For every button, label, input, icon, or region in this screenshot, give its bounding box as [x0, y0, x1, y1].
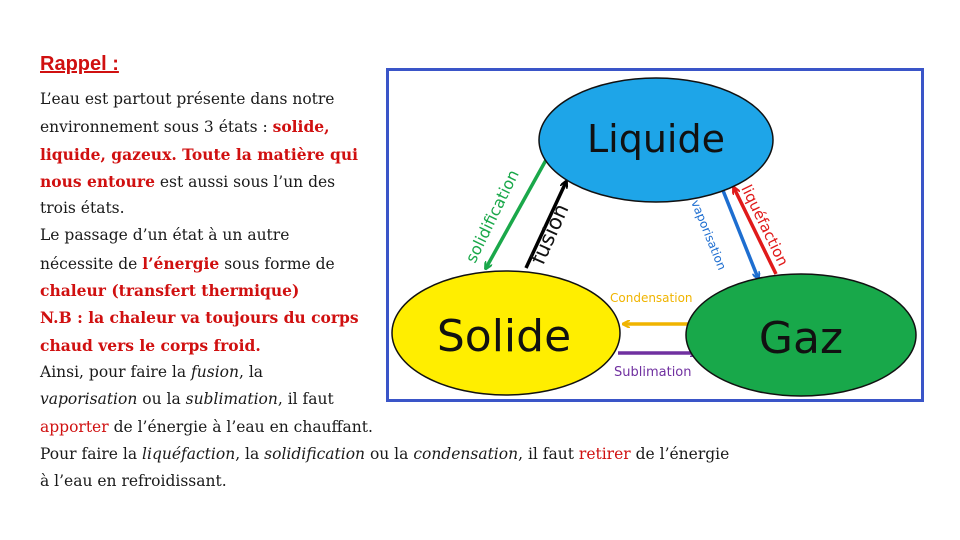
text-line: nous entoure est aussi sous l’un des	[40, 168, 760, 195]
text-segment: fusion	[191, 362, 239, 381]
liquid-label: Liquide	[587, 117, 725, 161]
text-segment: chaud vers le corps froid.	[40, 335, 261, 355]
text-segment: nécessite de	[40, 254, 143, 273]
solid-ellipse	[391, 270, 621, 396]
text-line: chaud vers le corps froid.	[40, 332, 760, 359]
text-segment: de l’énergie	[630, 444, 730, 463]
gas-label: Gaz	[759, 313, 843, 364]
text-line: à l’eau en refroidissant.	[40, 468, 760, 495]
text-line: liquide, gazeux. Toute la matière qui	[40, 141, 760, 168]
body-text: L’eau est partout présente dans notre env…	[40, 86, 760, 495]
text-segment: condensation	[413, 444, 519, 463]
text-segment: l’énergie	[142, 253, 220, 273]
text-segment: chaleur (transfert thermique)	[40, 281, 300, 301]
text-segment: nous entoure	[40, 171, 155, 191]
text-segment: apporter	[40, 417, 109, 436]
text-segment: , la	[235, 444, 265, 463]
text-line: Ainsi, pour faire la fusion, la	[40, 359, 760, 386]
text-segment: Ainsi, pour faire la	[40, 362, 192, 381]
text-segment: , il faut	[518, 444, 579, 463]
sublimation-label: Sublimation	[614, 365, 692, 380]
text-segment: sous forme de	[219, 254, 335, 273]
text-line: nécessite de l’énergie sous forme de	[40, 250, 760, 277]
text-segment: vaporisation	[40, 390, 138, 409]
text-segment: Le passage d’un état à un autre	[40, 226, 290, 245]
text-line: apporter de l’énergie à l’eau en chauffa…	[40, 414, 760, 441]
text-segment: liquide, gazeux. Toute la matière qui	[40, 144, 358, 164]
solid-label: Solide	[437, 311, 571, 362]
text-segment: N.B : la chaleur va toujours du corps	[40, 308, 359, 328]
states-of-matter-diagram: Liquide Solide Gaz solidification fusion…	[386, 68, 924, 402]
text-segment: à l’eau en refroidissant.	[40, 472, 227, 491]
text-line: L’eau est partout présente dans notre	[40, 86, 760, 113]
text-segment: ou la	[365, 444, 414, 463]
heading-rappel: Rappel :	[40, 53, 119, 75]
text-segment: retirer	[578, 444, 631, 463]
text-segment: est aussi sous l’un des	[154, 172, 336, 191]
text-segment: liquéfaction	[142, 444, 236, 463]
gas-ellipse	[685, 273, 917, 397]
text-segment: environnement sous 3 états :	[40, 118, 273, 137]
text-segment: solidification	[264, 444, 366, 463]
text-segment: de l’énergie à l’eau en chauffant.	[108, 417, 373, 436]
text-line: Le passage d’un état à un autre	[40, 222, 760, 249]
text-segment: solide,	[272, 117, 330, 137]
text-segment: L’eau est partout présente dans notre	[40, 90, 335, 108]
condensation-label: Condensation	[610, 291, 693, 305]
text-line: Pour faire la liquéfaction, la solidific…	[40, 441, 760, 468]
text-segment: , la	[239, 362, 264, 381]
liquid-ellipse	[538, 77, 774, 203]
text-segment: , il faut	[277, 390, 334, 409]
solidification-arrow	[486, 159, 548, 268]
text-line: chaleur (transfert thermique)	[40, 277, 760, 304]
text-line: N.B : la chaleur va toujours du corps	[40, 304, 760, 331]
text-segment: ou la	[137, 390, 186, 409]
liquefaction-arrow	[734, 188, 778, 275]
text-segment: Pour faire la	[40, 444, 143, 463]
text-segment: trois états.	[40, 199, 125, 218]
text-line: environnement sous 3 états : solide,	[40, 113, 760, 140]
text-line: trois états.	[40, 195, 760, 222]
text-segment: sublimation	[185, 390, 278, 409]
fusion-arrow	[524, 182, 566, 269]
text-line: vaporisation ou la sublimation, il faut	[40, 386, 760, 413]
